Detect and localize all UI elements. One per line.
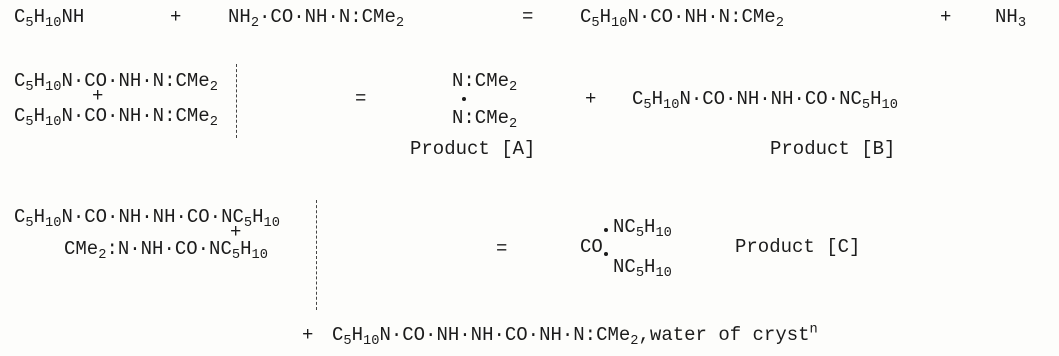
- eq3-bond-dot-bottom: [604, 252, 608, 256]
- eq3-productC-bottom: NC5H10: [613, 256, 672, 281]
- eq3-reactant-line1: C5H10N·CO·NH·NH·CO·NC5H10: [14, 206, 280, 231]
- eq3-productC-top: NC5H10: [613, 216, 672, 241]
- eq2-cleavage-line: [236, 64, 237, 138]
- eq2-bond-dot: [462, 97, 466, 101]
- eq2-label-productB: Product [B]: [770, 138, 896, 160]
- eq2-productB: C5H10N·CO·NH·NH·CO·NC5H10: [632, 88, 898, 113]
- eq3-reactant-line2: CMe2:N·NH·CO·NC5H10: [64, 238, 268, 263]
- eq2-reactant-line2: C5H10N·CO·NH·N:CMe2: [14, 105, 218, 130]
- eq2-productA-top: N:CMe2: [452, 70, 518, 95]
- eq4-plus: +: [302, 324, 314, 346]
- eq3-equals: =: [496, 238, 508, 260]
- eq3-plus-between: +: [230, 221, 242, 243]
- eq1-product-ammonia: NH3: [995, 6, 1027, 31]
- eq1-plus: +: [170, 6, 182, 28]
- eq2-plus-between: +: [92, 85, 104, 107]
- eq4-product: C5H10N·CO·NH·NH·CO·NH·N:CMe2,water of cr…: [332, 322, 818, 349]
- eq3-label-productC: Product [C]: [735, 236, 861, 258]
- eq1-reactant-piperidine: C5H10NH: [14, 6, 85, 31]
- eq2-equals: =: [355, 88, 367, 110]
- eq1-product: C5H10N·CO·NH·N:CMe2: [580, 6, 784, 31]
- eq1-equals: =: [522, 6, 534, 28]
- eq2-reactant-line1: C5H10N·CO·NH·N:CMe2: [14, 70, 218, 95]
- eq3-bond-dot-top: [604, 228, 608, 232]
- eq2-productA-bottom: N:CMe2: [452, 107, 518, 132]
- eq3-productC-co: CO: [580, 236, 603, 258]
- eq2-plus: +: [585, 88, 597, 110]
- eq3-cleavage-line: [316, 200, 317, 310]
- eq2-label-productA: Product [A]: [410, 138, 536, 160]
- eq1-plus-2: +: [940, 6, 952, 28]
- eq1-reactant-semicarbazone: NH2·CO·NH·N:CMe2: [228, 6, 405, 31]
